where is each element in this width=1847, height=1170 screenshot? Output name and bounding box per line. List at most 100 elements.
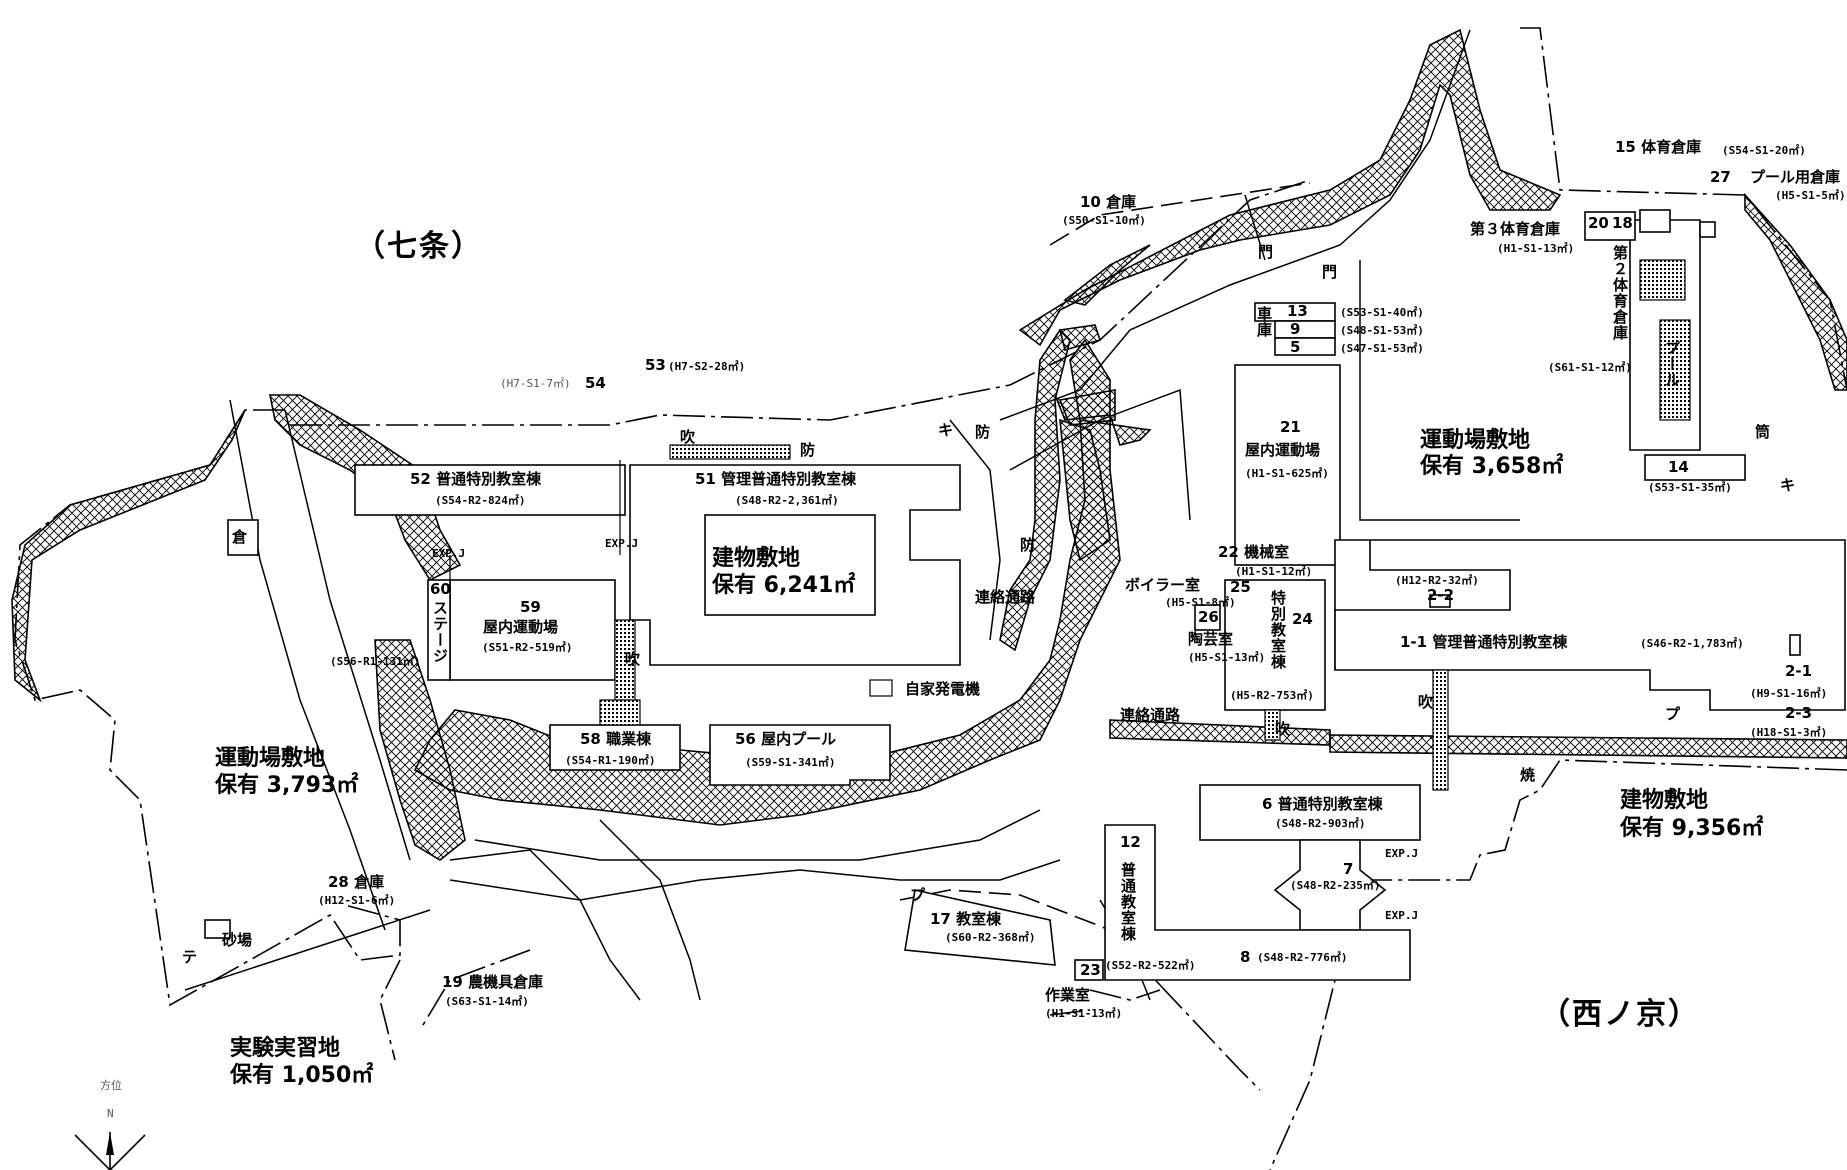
north-letter: N (107, 1107, 114, 1120)
slope-east-strip (1329, 734, 1847, 759)
label-shako: 車庫 (1255, 306, 1273, 338)
bldg-24 (1224, 579, 1326, 711)
bldg-2-1 (1789, 634, 1801, 656)
label-pool: プール (1663, 340, 1681, 388)
label-7: 7 (1343, 860, 1354, 878)
label-21: 21 (1280, 418, 1301, 436)
label-dai2: 第２体育倉庫 (1611, 245, 1629, 341)
district-label-shichijo: （七条） (355, 229, 483, 264)
area-sport-ne-title: 運動場敷地 (1420, 428, 1531, 453)
site-boundary-exp (379, 949, 531, 1061)
expj-line (449, 460, 621, 580)
label-21-sub: (H1-S1-625㎡) (1245, 467, 1329, 480)
label-2-1: 2-1 (1785, 662, 1813, 680)
slope-east (1744, 192, 1847, 391)
label-58: 58 職業棟 (580, 730, 652, 748)
area-bldg-se-title: 建物敷地 (1620, 788, 1709, 813)
label-stage: ステージ (431, 600, 449, 664)
label-17: 17 教室棟 (930, 910, 1002, 928)
label-60: 60 (430, 580, 451, 598)
label-13: 13 (1287, 302, 1308, 320)
label-7-sub: (S48-R2-235㎡) (1290, 879, 1381, 892)
label-bou-3: 防 (1020, 536, 1036, 554)
label-59-name: 屋内運動場 (483, 618, 559, 636)
label-24-name: 特別教室棟 (1269, 590, 1287, 670)
bldg-14 (1644, 454, 1746, 481)
label-6: 6 普通特別教室棟 (1262, 795, 1383, 813)
fuki-north (669, 444, 791, 460)
fuki-east (1432, 669, 1449, 791)
label-27: 27 (1710, 168, 1731, 186)
site-boundary-north-dash (1049, 182, 1311, 246)
label-24: 24 (1292, 610, 1313, 628)
bldg-15 (1639, 209, 1671, 233)
label-19-sub: (S63-S1-14㎡) (445, 995, 529, 1008)
label-1-1: 1-1 管理普通特別教室棟 (1400, 633, 1568, 651)
label-2-2-sub: (H12-R2-32㎡) (1395, 574, 1479, 587)
bldg-23 (1074, 959, 1104, 981)
area-bldg-center-title: 建物敷地 (712, 546, 801, 571)
road-center-east (949, 419, 1001, 641)
label-59: 59 (520, 598, 541, 616)
label-9: 9 (1290, 320, 1301, 338)
bldg-21 (1234, 364, 1341, 566)
site-boundary-south-2 (1049, 984, 1261, 1091)
bldg-5 (1274, 337, 1336, 356)
label-52: 52 普通特別教室棟 (410, 470, 542, 488)
north-label: 方位 (100, 1079, 122, 1092)
label-54-sub: (H7-S1-7㎡) (500, 377, 571, 390)
label-pu-2: プ (1665, 705, 1681, 723)
label-25: 25 (1230, 578, 1251, 596)
label-12-name: 普通教室棟 (1119, 862, 1137, 942)
label-54: 54 (585, 374, 606, 392)
bldg-1-1-north (1334, 540, 1511, 670)
label-26: 26 (1198, 608, 1219, 626)
district-label-nishinokyo: （西ノ京） (1540, 997, 1700, 1032)
label-renraku-1: 連絡通路 (975, 588, 1036, 606)
label-2-3: 2-3 (1785, 704, 1813, 722)
road-ramp (599, 819, 701, 1001)
site-boundary-west (14, 409, 401, 1007)
label-dai3: 第３体育倉庫 (1470, 220, 1561, 238)
bldg-26 (1194, 604, 1221, 631)
label-28-sub: (H12-S1-6㎡) (318, 894, 396, 907)
road-center-loop (449, 859, 1061, 901)
label-56-sub: (S59-S1-341㎡) (745, 756, 836, 769)
area-exp-title: 実験実習地 (230, 1036, 341, 1061)
label-23-sub: (H1-S1-13㎡) (1045, 1007, 1123, 1020)
label-9-sub: (S48-S1-53㎡) (1340, 324, 1424, 337)
label-14-sub: (S53-S1-35㎡) (1648, 481, 1732, 494)
label-tsutsu: 筒 (1755, 423, 1771, 441)
label-sagyo: 作業室 (1045, 986, 1091, 1004)
slope-north-mid (1059, 418, 1111, 562)
label-pu-1: プ (910, 886, 926, 904)
road-west-diag-2 (284, 409, 411, 861)
pool (1659, 319, 1691, 421)
label-fuki-4: 吹 (1275, 720, 1291, 738)
label-2-3-sub: (H18-S1-3㎡) (1750, 726, 1828, 739)
label-15: 15 体育倉庫 (1615, 138, 1702, 156)
label-generator: 自家発電機 (905, 680, 981, 698)
label-ki-2: キ (1780, 476, 1796, 494)
label-ki-1: キ (938, 421, 954, 439)
label-12: 12 (1120, 833, 1141, 851)
label-21-name: 屋内運動場 (1245, 441, 1321, 459)
label-s56: (S56-R1-131㎡) (330, 655, 421, 668)
label-fuki-1: 吹 (625, 650, 641, 668)
slope-north-bump (1054, 394, 1152, 446)
label-5: 5 (1290, 338, 1301, 356)
label-2-1-sub: (H9-S1-16㎡) (1750, 687, 1828, 700)
bldg-1-1 (1334, 539, 1846, 711)
label-5-sub: (S47-S1-53㎡) (1340, 342, 1424, 355)
label-expj-2: EXP.J (432, 547, 466, 560)
label-17-sub: (S60-R2-368㎡) (945, 931, 1036, 944)
bldg-kura (227, 519, 259, 556)
label-23: 23 (1080, 961, 1101, 979)
bldg-58 (549, 724, 681, 771)
label-sunaba: 砂場 (222, 931, 253, 949)
bldg-60-stage (427, 579, 451, 681)
label-kura: 倉 (232, 528, 248, 546)
bldg-2-2 (1429, 594, 1451, 608)
